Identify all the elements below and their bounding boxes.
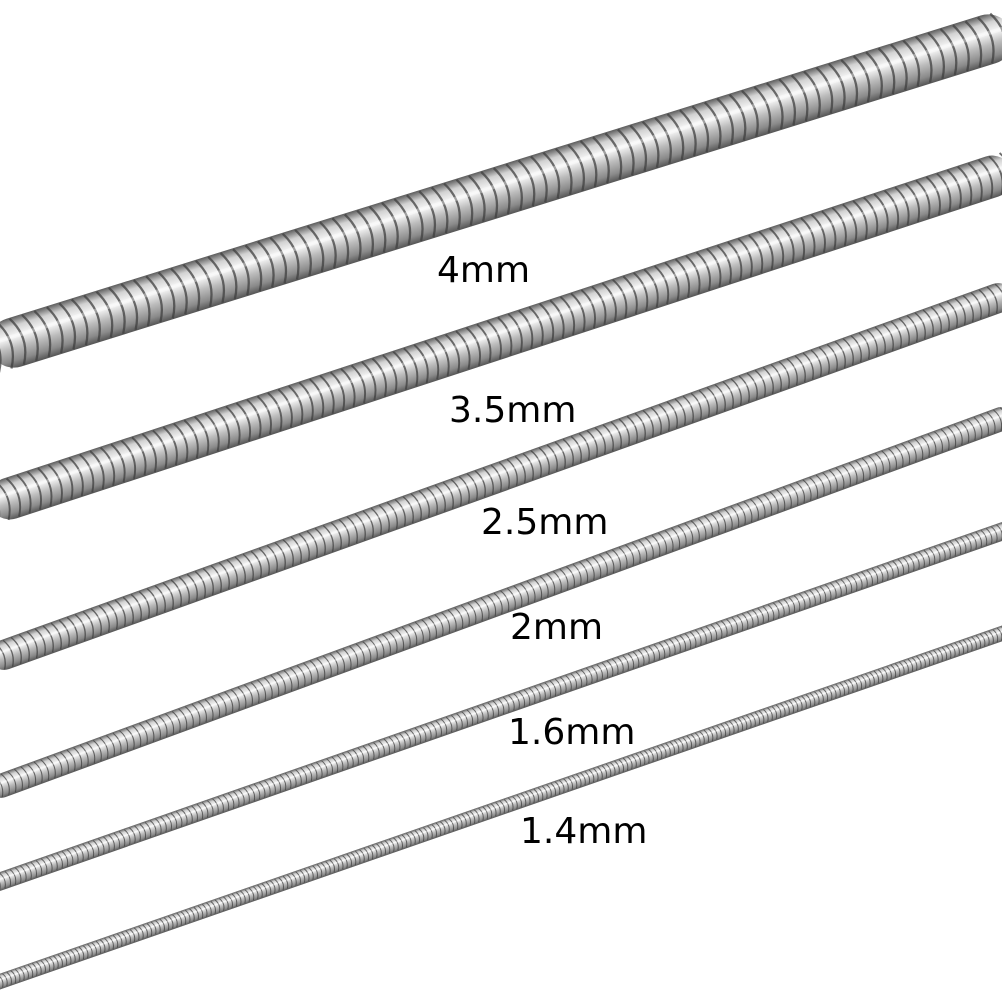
snake-chain-3-5mm	[0, 152, 1002, 524]
snake-chain-2mm	[0, 407, 1002, 800]
snake-chain-1-4mm	[0, 624, 1002, 991]
chain-size-label-3-5mm: 3.5mm	[449, 390, 577, 431]
snake-chain-1-6mm	[0, 520, 1002, 893]
snake-chain-4mm	[0, 8, 1002, 373]
chain-size-label-1-4mm: 1.4mm	[520, 811, 648, 852]
snake-chain-2-5mm	[0, 280, 1002, 673]
chain-size-label-2mm: 2mm	[510, 607, 604, 648]
chain-size-label-1-6mm: 1.6mm	[508, 712, 636, 753]
chain-size-label-2-5mm: 2.5mm	[481, 502, 609, 543]
chain-size-label-4mm: 4mm	[437, 250, 531, 291]
